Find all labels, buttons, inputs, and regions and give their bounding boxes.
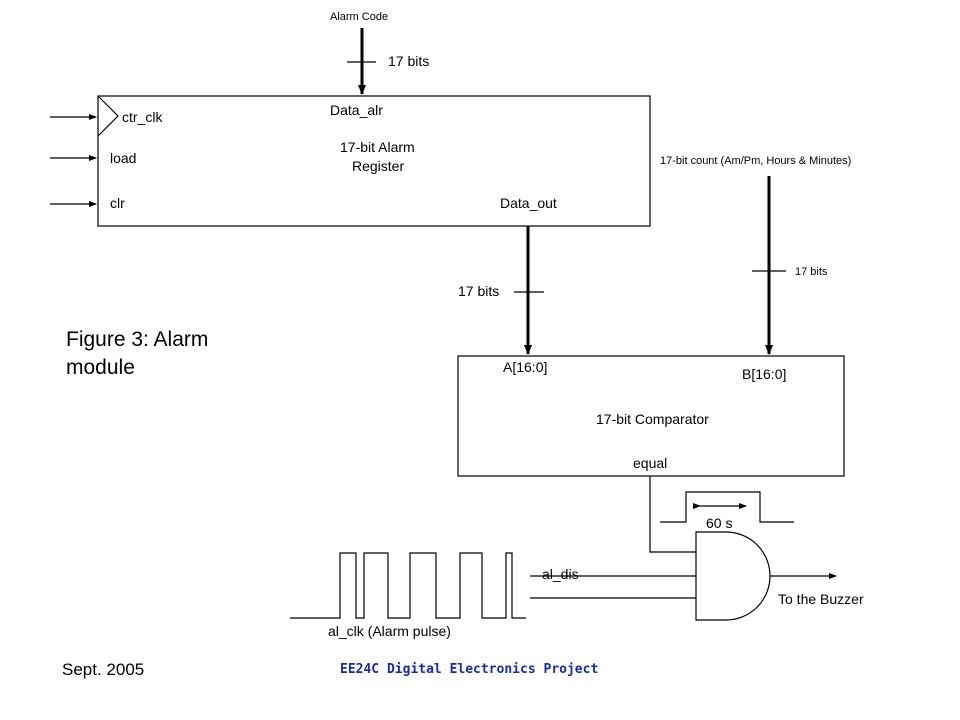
bits-mid-label: 17 bits <box>458 283 499 299</box>
bits-right-label: 17 bits <box>795 266 828 278</box>
pulse-waveform <box>660 491 794 523</box>
register-title-line1: 17-bit Alarm <box>340 139 415 155</box>
alarm-code-label: Alarm Code <box>330 11 388 23</box>
and-gate <box>695 531 771 621</box>
duration-label: 60 s <box>706 515 732 531</box>
to-buzzer-label: To the Buzzer <box>778 591 864 607</box>
al-dis-label: al_dis <box>542 566 579 582</box>
equal-port: equal <box>633 455 667 471</box>
clock-triangle <box>97 95 119 137</box>
alarm-register-box <box>97 95 651 227</box>
footer-title: EE24C Digital Electronics Project <box>340 662 599 677</box>
figure-caption: Figure 3: Alarm module <box>66 328 209 379</box>
comparator-box <box>457 355 845 477</box>
equal-wire <box>649 476 696 553</box>
load-port: load <box>110 150 136 166</box>
data-out-port: Data_out <box>500 195 557 211</box>
a-port: A[16:0] <box>503 359 547 375</box>
b-port: B[16:0] <box>742 366 786 382</box>
clr-port: clr <box>110 195 125 211</box>
comparator-title: 17-bit Comparator <box>596 411 709 427</box>
al-clk-waveform <box>290 552 526 619</box>
data-alr-port: Data_alr <box>330 102 383 118</box>
ctr-clk-port: ctr_clk <box>122 109 163 125</box>
register-title-line2: Register <box>352 158 404 174</box>
count-label: 17-bit count (Am/Pm, Hours & Minutes) <box>660 155 851 167</box>
al-clk-label: al_clk (Alarm pulse) <box>328 623 451 639</box>
date-label: Sept. 2005 <box>62 660 145 679</box>
bits-top-label: 17 bits <box>388 53 429 69</box>
